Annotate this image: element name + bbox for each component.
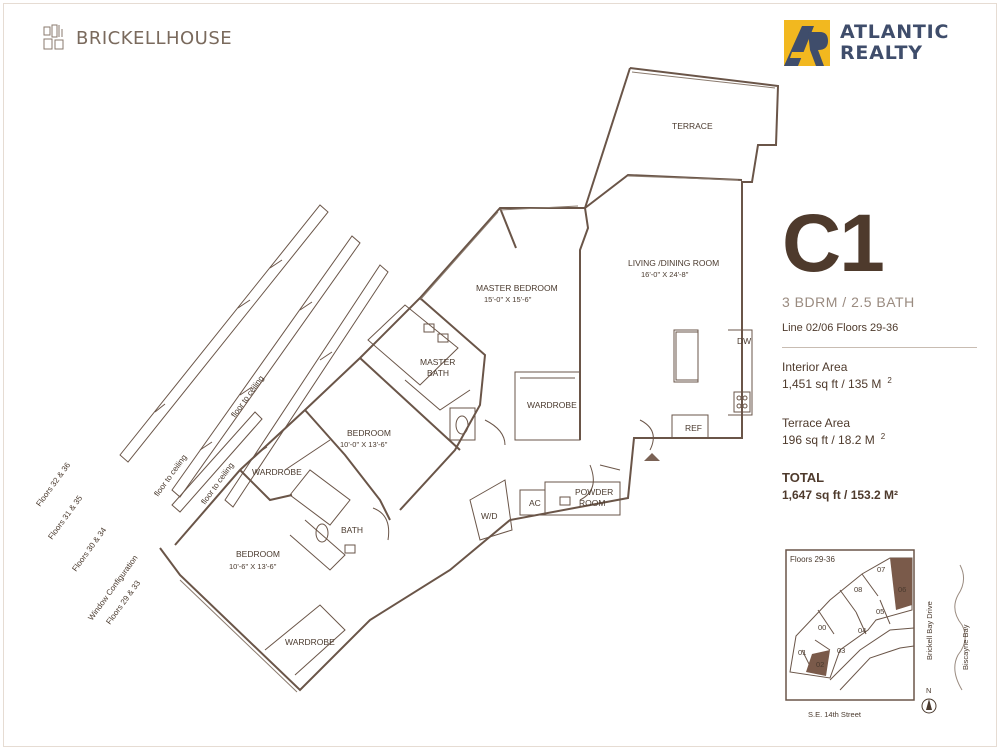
label-bedroom-2-dim: 10'-0" X 13'-6" (340, 440, 388, 449)
label-f3236: Floors 32 & 36 (34, 460, 72, 508)
sink-icon (344, 323, 571, 554)
total-label: TOTAL (782, 470, 825, 485)
plan-walls (159, 67, 780, 692)
label-living: LIVING /DINING ROOM (628, 258, 719, 268)
window-strip-31-35 (171, 235, 361, 498)
brickellhouse-logo: BRICKELLHOUSE (42, 22, 232, 54)
label-ac: AC (529, 498, 541, 508)
label-bedroom-3: BEDROOM (236, 549, 280, 559)
keyplan-unit-01: 01 (798, 648, 806, 657)
label-wd: W/D (481, 511, 498, 521)
label-ref: REF (685, 423, 702, 433)
label-wardrobe-2: WARDROBE (252, 467, 302, 477)
realty-line-2: REALTY (840, 42, 923, 64)
terrace-railing (179, 71, 776, 693)
interior-area-label: Interior Area (782, 360, 848, 374)
page-border (3, 3, 997, 747)
stove-icon (733, 391, 751, 413)
water-waves-icon (954, 564, 966, 691)
label-bath: BATH (341, 525, 363, 535)
window-strip-32-36 (119, 204, 329, 463)
total-value: 1,647 sq ft / 153.2 M² (782, 488, 899, 502)
keyplan-street-east: Brickell Bay Drive (925, 601, 934, 660)
keyplan-unit-06-label: 06 (898, 585, 906, 594)
keyplan-unit-05: 05 (876, 607, 884, 616)
label-ftc-2: floor to ceiling (229, 374, 265, 419)
window-strip-30-34 (224, 264, 389, 508)
window-elevations (119, 204, 389, 513)
label-wardrobe-master: WARDROBE (527, 400, 577, 410)
keyplan-unit-00: 00 (818, 623, 826, 632)
label-wardrobe-3: WARDROBE (285, 637, 335, 647)
keyplan-unit-08: 08 (854, 585, 862, 594)
label-powder-2: ROOM (579, 498, 605, 508)
label-bedroom-2: BEDROOM (347, 428, 391, 438)
window-labels: floor to ceiling floor to ceiling floor … (34, 374, 265, 626)
keyplan-unit-06 (890, 558, 912, 610)
label-master-dim: 15'-0" X 15'-6" (484, 295, 532, 304)
label-master: MASTER BEDROOM (476, 283, 558, 293)
label-terrace: TERRACE (672, 121, 713, 131)
keyplan-water: Biscayne Bay (961, 624, 970, 670)
realty-line-1: ATLANTIC (840, 21, 950, 43)
brand-name: BRICKELLHOUSE (76, 27, 233, 49)
brickellhouse-logo-icon (43, 24, 64, 50)
toilet-icon (315, 415, 469, 543)
label-dw: DW (737, 336, 751, 346)
label-living-dim: 16'-0" X 24'-8" (641, 270, 689, 279)
unit-line-floors: Line 02/06 Floors 29-36 (782, 322, 899, 334)
svg-text:N: N (926, 686, 931, 695)
label-master-bath-1: MASTER (420, 357, 455, 367)
divider (782, 347, 977, 348)
terrace-area-label: Terrace Area (782, 416, 851, 430)
kitchen-island (675, 331, 699, 381)
north-arrow-icon: N (921, 686, 937, 714)
label-powder-1: POWDER (575, 487, 613, 497)
label-master-bath-2: BATH (427, 368, 449, 378)
unit-name: C1 (782, 198, 885, 289)
unit-beds-baths: 3 BDRM / 2.5 BATH (782, 294, 915, 310)
atlantic-realty-logo: ATLANTIC REALTY (784, 20, 949, 66)
keyplan-street-south: S.E. 14th Street (808, 710, 862, 719)
room-labels: TERRACE LIVING /DINING ROOM 16'-0" X 24'… (229, 121, 751, 647)
keyplan-unit-07: 07 (877, 565, 885, 574)
keyplan-unit-numbers: 01 02 03 04 05 06 07 08 00 (798, 565, 906, 669)
atlantic-realty-mark-icon (784, 20, 830, 66)
label-ftc-1: floor to ceiling (152, 453, 188, 498)
plan-walls-thin (264, 304, 753, 676)
keyplan-unit-02-label: 02 (816, 660, 824, 669)
label-f3135: Floors 31 & 35 (46, 493, 84, 541)
key-plan: Floors 29-36 01 02 03 04 05 06 07 08 00 (785, 549, 970, 719)
keyplan-unit-03: 03 (837, 646, 845, 655)
window-strip-29-33 (171, 411, 263, 513)
entry-arrow-icon (644, 453, 660, 461)
keyplan-title: Floors 29-36 (790, 555, 835, 564)
label-bedroom-3-dim: 10'-6" X 13'-6" (229, 562, 277, 571)
keyplan-unit-04: 04 (858, 626, 866, 635)
label-f3034: Floors 30 & 34 (70, 525, 108, 573)
keyplan-unit-02 (806, 650, 830, 676)
